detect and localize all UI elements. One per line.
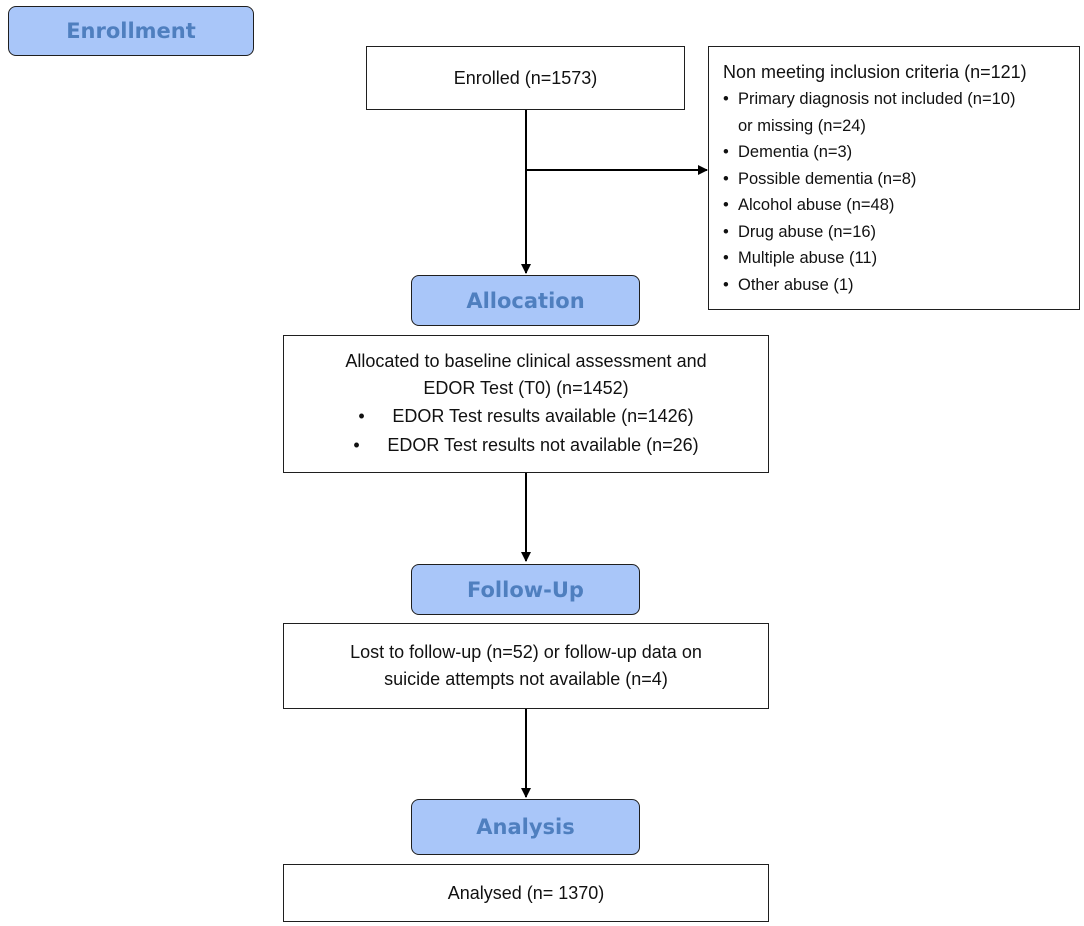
- stage-analysis: Analysis: [411, 799, 640, 855]
- exclusion-item: or missing (n=24): [738, 116, 866, 135]
- exclusion-item: •Possible dementia (n=8): [723, 169, 917, 188]
- enrolled-text: Enrolled (n=1573): [453, 67, 598, 88]
- exclusion-item: •Dementia (n=3): [723, 143, 853, 161]
- enrolled-box: Enrolled (n=1573): [366, 46, 685, 110]
- exclusion-box: Non meeting inclusion criteria (n=121) •…: [708, 46, 1080, 310]
- exclusion-title: Non meeting inclusion criteria (n=121): [723, 62, 1027, 82]
- allocated-line: EDOR Test (T0) (n=1452): [423, 378, 629, 398]
- analysed-box: Analysed (n= 1370): [283, 864, 769, 922]
- lost-line: suicide attempts not available (n=4): [384, 669, 668, 689]
- allocated-box: Allocated to baseline clinical assessmen…: [283, 335, 769, 473]
- stage-enrollment: Enrollment: [8, 6, 254, 56]
- allocated-line: Allocated to baseline clinical assessmen…: [345, 351, 707, 371]
- allocated-item: •EDOR Test results not available (n=26): [353, 435, 699, 455]
- exclusion-item: •Drug abuse (n=16): [723, 222, 877, 241]
- exclusion-item: •Alcohol abuse (n=48): [723, 196, 895, 214]
- lost-box: Lost to follow-up (n=52) or follow-up da…: [283, 623, 769, 709]
- stage-allocation: Allocation: [411, 275, 640, 326]
- analysed-text: Analysed (n= 1370): [447, 882, 605, 903]
- stage-follow-up: Follow-Up: [411, 564, 640, 615]
- exclusion-item: •Multiple abuse (11): [723, 249, 878, 267]
- exclusion-item: •Other abuse (1): [723, 275, 854, 294]
- allocated-list: •EDOR Test results available (n=1426) •E…: [353, 402, 698, 460]
- lost-line: Lost to follow-up (n=52) or follow-up da…: [350, 642, 702, 662]
- allocated-item: •EDOR Test results available (n=1426): [358, 406, 694, 426]
- exclusion-list: •Primary diagnosis not included (n=10) o…: [723, 86, 1015, 298]
- exclusion-item: •Primary diagnosis not included (n=10): [723, 90, 1016, 108]
